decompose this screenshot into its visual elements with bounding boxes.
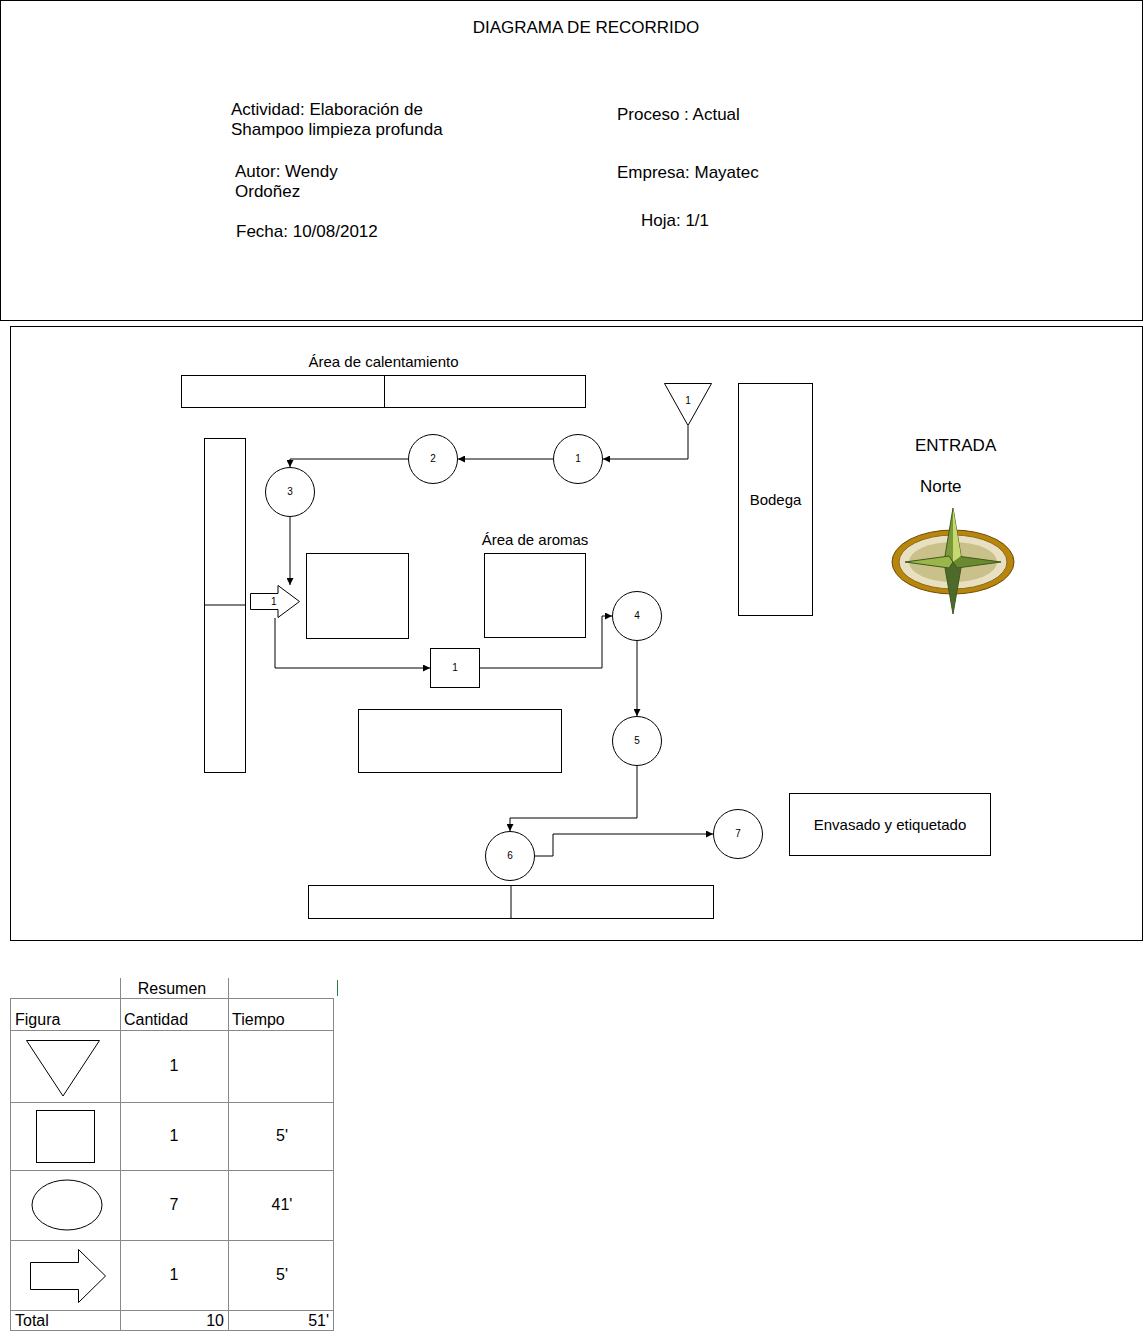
info-label: Actividad: Elaboración de Shampoo limpie…: [231, 100, 481, 140]
table-cell: 7: [170, 1195, 179, 1215]
table-cell: Figura: [15, 1010, 60, 1030]
table-cell: Tiempo: [232, 1010, 285, 1030]
storage-triangle-symbol: [27, 1041, 100, 1097]
operation-circle: 5: [612, 716, 662, 766]
info-label: Empresa: Mayatec: [617, 163, 759, 183]
info-label: ENTRADA: [915, 436, 996, 456]
node-text: 4: [634, 610, 640, 622]
flow-connector: [637, 641, 638, 716]
operation-circle-symbol: [32, 1180, 102, 1230]
plan-frame: [11, 327, 1143, 941]
table-cell: Total: [15, 1311, 49, 1331]
node-text: 2: [430, 453, 436, 465]
node-text: Bodega: [750, 491, 802, 509]
table-cell: 1: [170, 1265, 179, 1285]
table-cell: Cantidad: [124, 1010, 188, 1030]
inspection-square-symbol: [37, 1111, 95, 1163]
flow-connector: [535, 834, 713, 856]
diagram-title: DIAGRAMA DE RECORRIDO: [473, 18, 700, 38]
area-box: Área de aromas: [484, 553, 586, 638]
area-heading: Área de aromas: [482, 531, 589, 549]
operation-circle: 4: [612, 591, 662, 641]
node-text: 1: [452, 662, 458, 674]
node-text: 1: [685, 395, 691, 407]
transport-arrow-symbol: [31, 1250, 106, 1303]
node-text: 5: [634, 735, 640, 747]
table-cell: 51': [308, 1311, 329, 1331]
area-box: Bodega: [738, 383, 813, 616]
table-cell: 5': [276, 1126, 288, 1146]
operation-circle: 7: [713, 809, 763, 859]
info-label: Autor: Wendy Ordoñez: [235, 162, 375, 202]
table-cell: Resumen: [138, 979, 206, 999]
node-text: Envasado y etiquetado: [814, 816, 967, 834]
transport-arrow: 1: [250, 585, 300, 618]
table-furniture: [309, 886, 714, 919]
node-text: 7: [735, 828, 741, 840]
area-box: Envasado y etiquetado: [789, 793, 991, 856]
flow-connector: [290, 459, 408, 467]
flow-connector: [275, 618, 430, 668]
table-cell: 1: [170, 1056, 179, 1076]
flow-connector: [510, 766, 637, 831]
furniture-divider: [511, 886, 512, 919]
storage-triangle: 1: [664, 383, 712, 426]
node-text: 1: [575, 453, 581, 465]
table-cell: 10: [206, 1311, 224, 1331]
node-text: 1: [271, 596, 277, 608]
area-box: Área de calentamiento: [181, 375, 586, 408]
table-cell: 1: [170, 1126, 179, 1146]
table-furniture: [205, 439, 246, 773]
table-furniture: [307, 554, 409, 639]
header-frame: [1, 1, 1143, 321]
operation-circle: 3: [265, 467, 315, 517]
operation-circle: 2: [408, 434, 458, 484]
table-cell: 5': [276, 1265, 288, 1285]
info-label: Norte: [920, 477, 962, 497]
info-label: Proceso : Actual: [617, 105, 740, 125]
flow-connector: [458, 459, 553, 460]
operation-circle: 1: [553, 434, 603, 484]
furniture-divider: [205, 605, 246, 606]
table-cell: 41': [272, 1195, 293, 1215]
inspection-square: 1: [430, 648, 480, 688]
info-label: Hoja: 1/1: [641, 211, 709, 231]
table-furniture: [359, 710, 562, 773]
flow-connector: [290, 517, 291, 585]
area-heading: Área de calentamiento: [308, 353, 458, 371]
node-text: 3: [287, 486, 293, 498]
summary-symbols: [27, 1041, 106, 1303]
operation-circle: 6: [485, 831, 535, 881]
node-text: 6: [507, 850, 513, 862]
info-label: Fecha: 10/08/2012: [236, 222, 378, 242]
summary-grid: [10, 978, 338, 1331]
flow-connector: [603, 426, 688, 459]
compass-rose: [892, 508, 1014, 614]
